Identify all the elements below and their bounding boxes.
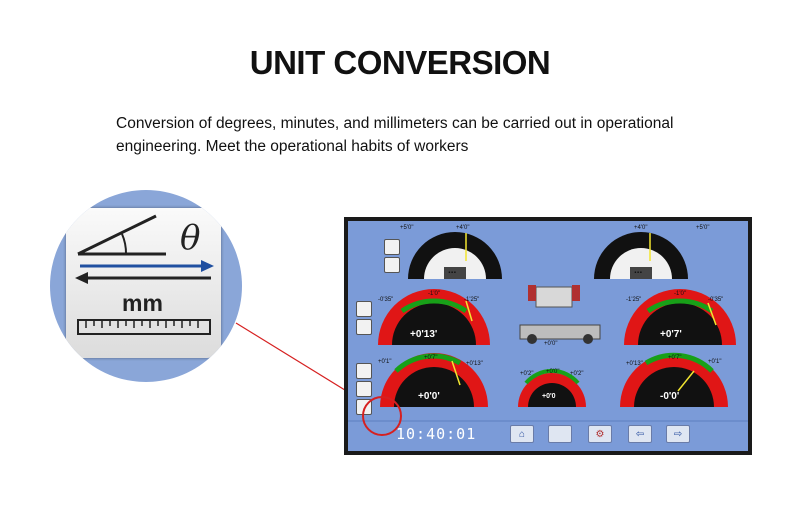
bot-left-gauge-value: +0'0'	[418, 391, 440, 402]
gauges-graphics	[348, 232, 748, 422]
mid-left-gauge-center-mark: -1'0"	[428, 291, 440, 297]
mid-left-gauge-left-mark: -0'35"	[378, 297, 394, 303]
mid-right-gauge-value: +0'7'	[660, 329, 682, 340]
mid-left-gauge-value: +0'13'	[410, 329, 438, 340]
clock-display: 10:40:01	[396, 425, 477, 443]
bot-right-gauge-center-mark: +0'7"	[668, 355, 682, 361]
car-icon: ⚙	[595, 428, 605, 440]
arrow-right-icon: ⇨	[673, 428, 683, 440]
mid-right-gauge-center-mark: -1'0"	[674, 291, 686, 297]
mid-right-gauge-left-mark: -1'25"	[626, 297, 642, 303]
settings-icon[interactable]	[384, 239, 400, 255]
mm-label: mm	[122, 290, 163, 316]
bot-mid-gauge-left-mark: +0'2"	[520, 371, 534, 377]
bot-left-gauge-right-mark: +0'13"	[466, 361, 483, 367]
bot-mid-gauge-center-mark: +0'0"	[546, 369, 560, 375]
zoom-circle: θ mm	[50, 190, 242, 382]
screen-display: +5'0" +4'0" +4'0" +5'0" ... ... -0'35" -…	[348, 221, 748, 451]
home-button[interactable]: ⌂	[510, 425, 534, 443]
car-lift-button[interactable]: ⚙	[588, 425, 612, 443]
bot-right-gauge-value: -0'0'	[660, 391, 680, 402]
theta-symbol: θ	[180, 218, 201, 258]
angle-arrows-icon	[75, 214, 214, 335]
page-description: Conversion of degrees, minutes, and mill…	[116, 115, 674, 155]
bot-mid-gauge-value: +0'0	[542, 393, 556, 400]
adjust-icon[interactable]	[356, 363, 372, 379]
wheel-icon[interactable]	[356, 301, 372, 317]
bot-left-gauge-left-mark: +0'1"	[378, 359, 392, 365]
mid-right-gauge-right-mark: -0'35"	[708, 297, 724, 303]
top-left-gauge-center-mark: +4'0"	[456, 225, 470, 231]
top-left-gauge-left-mark: +5'0"	[400, 225, 414, 231]
mid-left-gauge-right-mark: -1'25"	[464, 297, 480, 303]
top-left-gauge-center: ...	[448, 265, 457, 276]
alignment-screen: +5'0" +4'0" +4'0" +5'0" ... ... -0'35" -…	[344, 217, 752, 455]
arrow-left-icon: ⇦	[635, 428, 645, 440]
bot-left-gauge-center-mark: +0'7"	[424, 355, 438, 361]
bot-right-gauge-right-mark: +0'1"	[708, 359, 722, 365]
lift-icon[interactable]	[356, 319, 372, 335]
forward-button[interactable]: ⇨	[666, 425, 690, 443]
unit-conversion-icon: θ mm	[66, 208, 221, 358]
blank-button[interactable]	[548, 425, 572, 443]
measure-icon[interactable]	[384, 257, 400, 273]
top-right-gauge-center-mark: +5'0"	[696, 225, 710, 231]
home-icon: ⌂	[518, 428, 526, 440]
bot-right-gauge-left-mark: +0'13"	[626, 361, 643, 367]
top-right-gauge-left-mark: +4'0"	[634, 225, 648, 231]
top-right-gauge-center: ...	[634, 265, 643, 276]
center-value: +0'0"	[544, 341, 558, 347]
page-title: UNIT CONVERSION	[249, 44, 551, 81]
back-button[interactable]: ⇦	[628, 425, 652, 443]
highlight-circle	[362, 396, 402, 436]
print-icon[interactable]	[356, 381, 372, 397]
bot-mid-gauge-right-mark: +0'2"	[570, 371, 584, 377]
